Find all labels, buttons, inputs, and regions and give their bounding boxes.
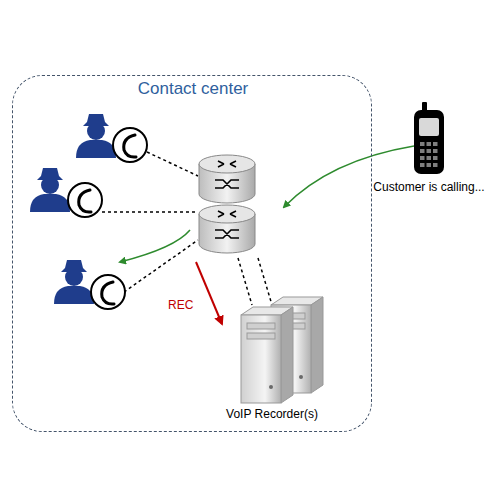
group-title: Contact center — [13, 79, 373, 99]
recorder-caption: VoIP Recorder(s) — [213, 407, 331, 421]
call-flow-arrow — [120, 230, 190, 262]
caller-caption: Customer is calling... — [370, 180, 488, 194]
server-icon — [213, 291, 331, 406]
call-flow-arrow — [284, 146, 414, 207]
contact-center-boundary: Contact centerVoIP Recorder(s) — [12, 75, 372, 432]
handset-symbol — [79, 135, 136, 304]
voip-recorder: VoIP Recorder(s) — [213, 291, 331, 426]
dashed-link — [102, 152, 272, 305]
recording-arrow — [196, 262, 222, 324]
customer-phone: Customer is calling... — [370, 98, 488, 198]
mobile-phone-icon — [370, 98, 488, 178]
recording-label: REC — [168, 298, 193, 312]
phone-circle — [68, 128, 147, 309]
router-symbol — [199, 155, 255, 253]
